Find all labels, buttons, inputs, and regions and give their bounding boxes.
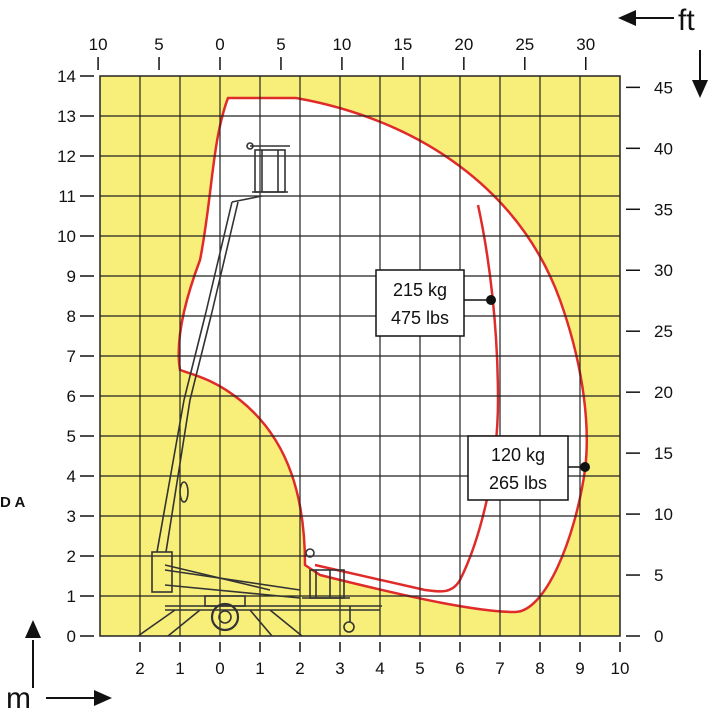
unit-ft-label: ft (678, 4, 695, 37)
left-tick-label: 1 (67, 587, 76, 606)
left-tick-label: 5 (67, 427, 76, 446)
top-tick-label: 15 (393, 35, 412, 54)
right-tick-label: 0 (654, 627, 663, 646)
top-tick-label: 5 (276, 35, 285, 54)
bottom-tick-label: 10 (611, 659, 630, 678)
right-tick-label: 5 (654, 566, 663, 585)
right-tick-label: 25 (654, 322, 673, 341)
left-tick-label: 6 (67, 387, 76, 406)
right-tick-label: 10 (654, 505, 673, 524)
left-tick-label: 11 (58, 187, 76, 206)
left-tick-label: 7 (67, 347, 76, 366)
top-ft-axis: 10 5 0 5 10 15 20 25 30 (89, 35, 595, 70)
bottom-tick-label: 2 (135, 659, 144, 678)
bottom-tick-label: 1 (255, 659, 264, 678)
top-tick-label: 5 (154, 35, 163, 54)
top-tick-label: 10 (89, 35, 108, 54)
load-marker-120kg: 120 kg 265 lbs (467, 435, 590, 501)
bottom-tick-label: 3 (335, 659, 344, 678)
load-label-box-215kg (375, 269, 465, 337)
bottom-tick-label: 7 (495, 659, 504, 678)
side-label: D A (0, 494, 25, 511)
right-tick-label: 30 (654, 261, 673, 280)
grid-lines (100, 76, 620, 636)
bottom-tick-label: 8 (535, 659, 544, 678)
left-tick-label: 4 (67, 467, 76, 486)
m-arrow-up-icon (25, 620, 41, 688)
left-tick-label: 14 (57, 67, 76, 86)
top-tick-label: 30 (576, 35, 595, 54)
bottom-tick-label: 4 (375, 659, 384, 678)
right-tick-label: 45 (654, 78, 673, 97)
left-tick-label: 13 (57, 107, 76, 126)
left-tick-label: 2 (67, 547, 76, 566)
left-tick-label: 10 (57, 227, 76, 246)
grid-border (99, 75, 621, 637)
load-label-120kg-lbs: 265 lbs (489, 473, 547, 493)
right-tick-label: 35 (654, 200, 673, 219)
unit-m-label: m (6, 682, 31, 714)
ft-arrow-down-icon (692, 50, 708, 98)
right-tick-label: 20 (654, 383, 673, 402)
bottom-tick-label: 1 (175, 659, 184, 678)
right-tick-label: 40 (654, 139, 673, 158)
left-tick-label: 8 (67, 307, 76, 326)
left-tick-label: 3 (67, 507, 76, 526)
bottom-tick-label: 2 (295, 659, 304, 678)
bottom-tick-label: 0 (215, 659, 224, 678)
load-marker-215kg: 215 kg 475 lbs (375, 269, 496, 337)
left-tick-label: 9 (67, 267, 76, 286)
left-tick-label: 12 (57, 147, 76, 166)
ft-arrow-left-icon (618, 10, 674, 26)
top-tick-label: 0 (215, 35, 224, 54)
bottom-tick-label: 9 (575, 659, 584, 678)
top-tick-label: 20 (454, 35, 473, 54)
bottom-tick-label: 6 (455, 659, 464, 678)
load-label-box-120kg (467, 435, 569, 501)
m-arrow-right-icon (46, 690, 112, 706)
right-tick-label: 15 (654, 444, 673, 463)
left-tick-label: 0 (67, 627, 76, 646)
bottom-tick-label: 5 (415, 659, 424, 678)
aerial-lift-illustration (137, 142, 382, 637)
load-label-215kg-lbs: 475 lbs (391, 308, 449, 328)
top-tick-label: 25 (515, 35, 534, 54)
right-ft-axis: 0 5 10 15 20 25 30 35 40 45 (626, 78, 673, 646)
load-label-215kg-kg: 215 kg (393, 280, 447, 300)
load-label-120kg-kg: 120 kg (491, 445, 545, 465)
top-tick-label: 10 (332, 35, 351, 54)
